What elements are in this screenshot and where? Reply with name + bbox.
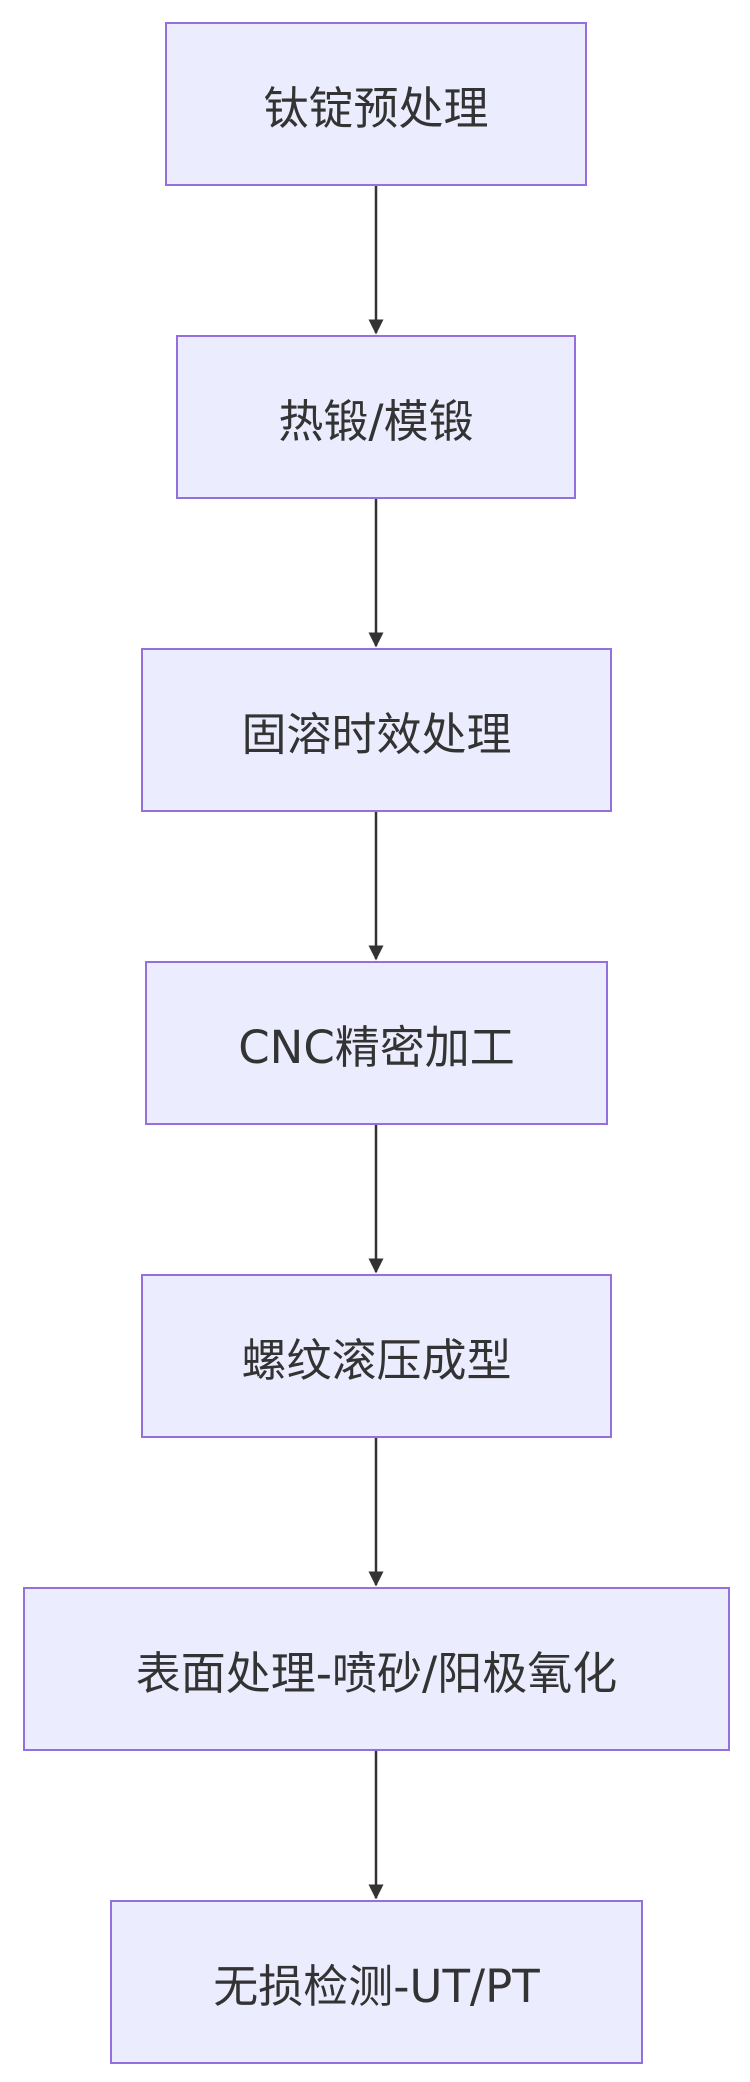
node-nondestructive-testing[interactable]: 无损检测-UT/PT bbox=[110, 1900, 643, 2064]
node-label: 表面处理-喷砂/阳极氧化 bbox=[135, 1646, 618, 1700]
node-label: 热锻/模锻 bbox=[278, 394, 474, 448]
node-surface-treatment[interactable]: 表面处理-喷砂/阳极氧化 bbox=[23, 1587, 730, 1751]
node-cnc-precision-machining[interactable]: CNC精密加工 bbox=[145, 961, 608, 1125]
node-solution-aging-treatment[interactable]: 固溶时效处理 bbox=[141, 648, 612, 812]
node-label: 无损检测-UT/PT bbox=[213, 1959, 540, 2013]
node-label: CNC精密加工 bbox=[238, 1020, 515, 1074]
node-label: 螺纹滚压成型 bbox=[241, 1333, 512, 1387]
node-hot-forging[interactable]: 热锻/模锻 bbox=[176, 335, 576, 499]
node-label: 固溶时效处理 bbox=[241, 707, 512, 761]
node-titanium-ingot-pretreatment[interactable]: 钛锭预处理 bbox=[165, 22, 587, 186]
node-label: 钛锭预处理 bbox=[263, 81, 489, 135]
node-thread-rolling[interactable]: 螺纹滚压成型 bbox=[141, 1274, 612, 1438]
